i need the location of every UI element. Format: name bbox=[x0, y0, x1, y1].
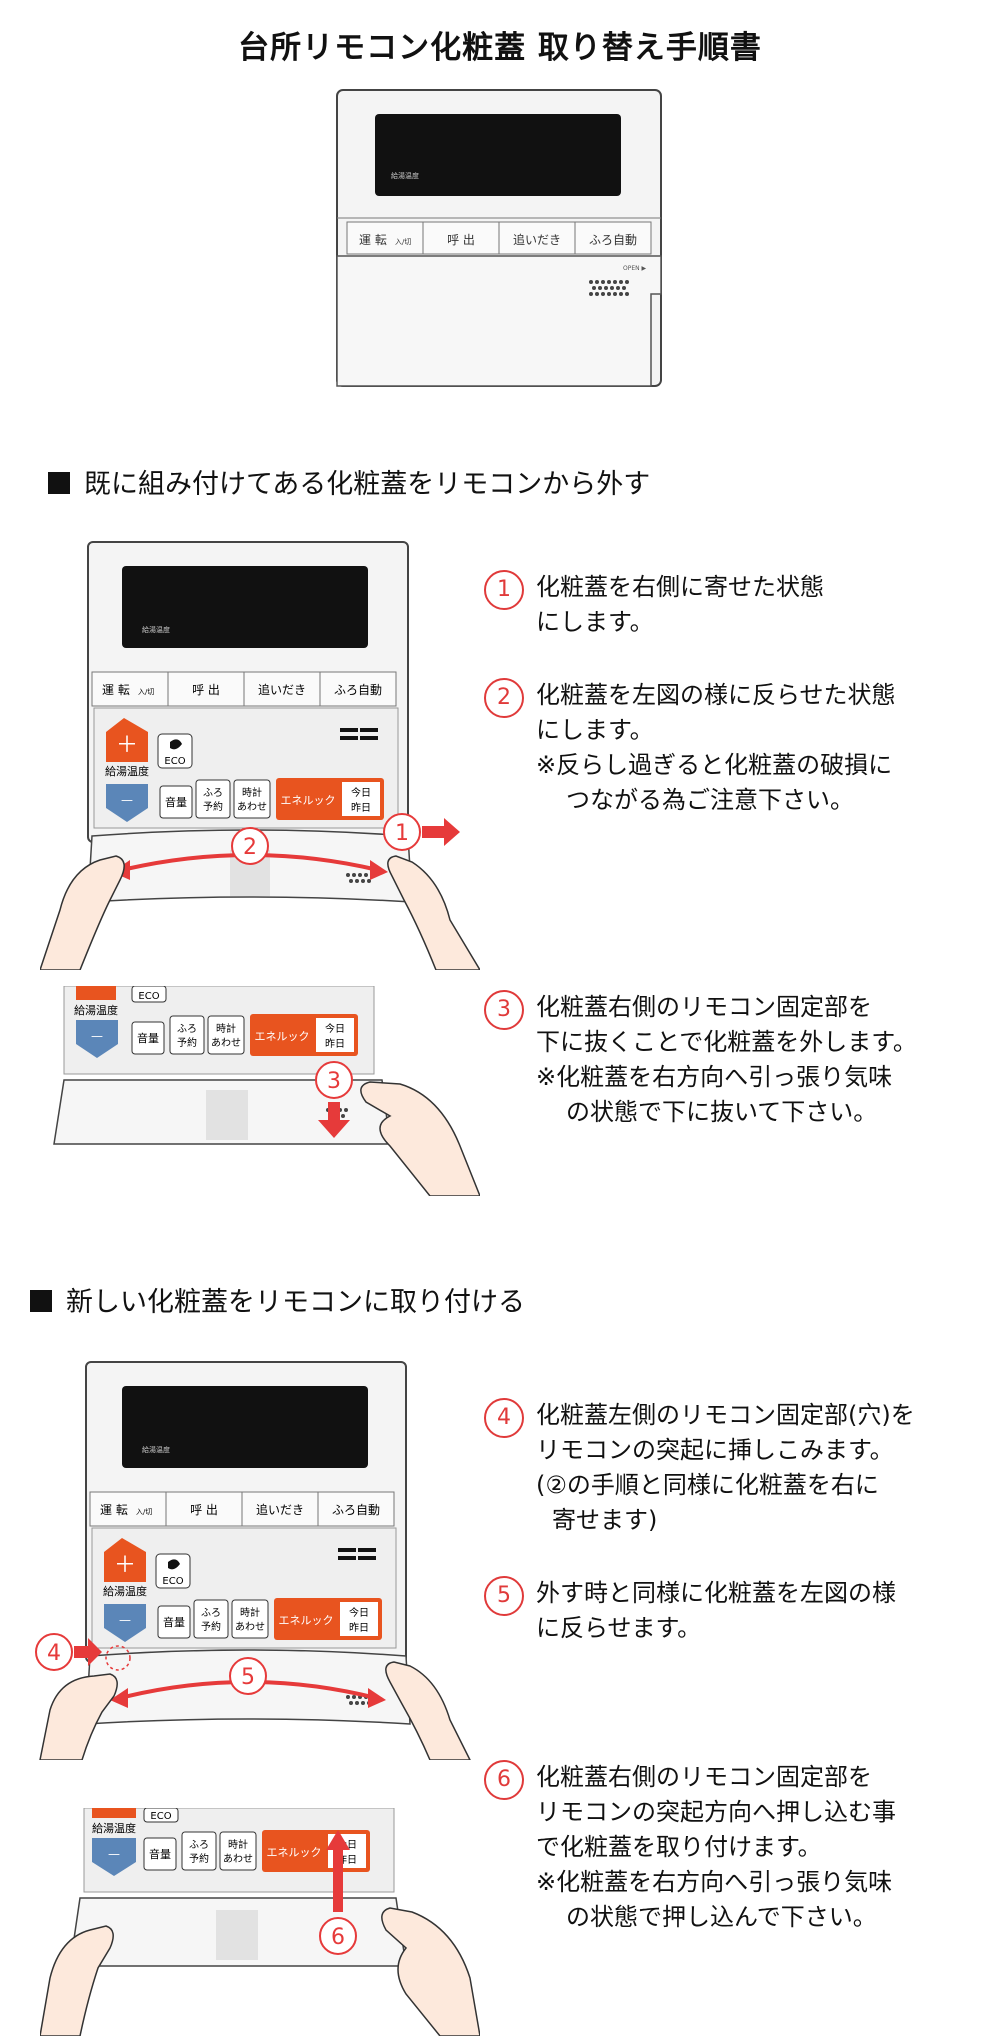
svg-text:昨日: 昨日 bbox=[349, 1622, 369, 1634]
auto-bath-button: ふろ自動 bbox=[589, 233, 637, 247]
svg-text:あわせ: あわせ bbox=[223, 1853, 253, 1865]
page-title: 台所リモコン化粧蓋 取り替え手順書 bbox=[238, 30, 762, 66]
svg-text:4: 4 bbox=[47, 1641, 61, 1666]
svg-text:ECO: ECO bbox=[162, 1576, 183, 1587]
svg-text:ECO: ECO bbox=[164, 756, 185, 767]
svg-text:1: 1 bbox=[395, 821, 409, 846]
step-number-badge: 6 bbox=[484, 1760, 524, 1800]
svg-text:5: 5 bbox=[241, 1665, 255, 1690]
svg-text:予約: 予約 bbox=[201, 1620, 221, 1633]
illustration-step1-2: 給湯温度 運 転 入/切 呼 出 追いだき ふろ自動 ＋ 給湯温度 — ECO … bbox=[40, 541, 480, 970]
svg-text:入/切: 入/切 bbox=[136, 1508, 152, 1516]
svg-text:予約: 予約 bbox=[203, 800, 223, 813]
step-1: 1 化粧蓋を右側に寄せた状態 にします。 bbox=[484, 570, 824, 640]
svg-text:音量: 音量 bbox=[165, 795, 187, 809]
svg-text:給湯温度: 給湯温度 bbox=[142, 625, 170, 634]
call-button: 呼 出 bbox=[447, 233, 475, 247]
step-2: 2 化粧蓋を左図の様に反らせた状態 にします。 ※反らし過ぎると化粧蓋の破損に … bbox=[484, 678, 896, 818]
svg-text:エネルック: エネルック bbox=[267, 1846, 322, 1859]
svg-text:—: — bbox=[119, 1613, 131, 1627]
svg-text:給湯温度: 給湯温度 bbox=[92, 1821, 136, 1835]
svg-text:給湯温度: 給湯温度 bbox=[74, 1003, 118, 1017]
svg-text:追いだき: 追いだき bbox=[256, 1502, 304, 1517]
svg-text:エネルック: エネルック bbox=[255, 1030, 310, 1043]
svg-text:ふろ: ふろ bbox=[201, 1607, 221, 1619]
svg-text:—: — bbox=[108, 1847, 120, 1861]
svg-text:＋: ＋ bbox=[116, 733, 138, 758]
svg-text:運 転: 運 転 bbox=[102, 683, 130, 697]
svg-text:6: 6 bbox=[331, 1925, 345, 1950]
step-number-badge: 1 bbox=[484, 570, 524, 610]
svg-text:時計: 時計 bbox=[216, 1022, 236, 1035]
svg-text:時計: 時計 bbox=[228, 1838, 248, 1851]
step-5: 5 外す時と同様に化粧蓋を左図の様 に反らせます。 bbox=[484, 1576, 896, 1646]
step-4: 4 化粧蓋左側のリモコン固定部(穴)を リモコンの突起に挿しこみます。 (②の手… bbox=[484, 1398, 915, 1538]
step-number-badge: 2 bbox=[484, 678, 524, 718]
svg-text:予約: 予約 bbox=[189, 1852, 209, 1865]
svg-text:あわせ: あわせ bbox=[235, 1621, 265, 1633]
svg-text:運 転: 運 転 bbox=[100, 1503, 128, 1517]
svg-text:3: 3 bbox=[327, 1069, 341, 1094]
svg-text:今日: 今日 bbox=[349, 1606, 369, 1619]
svg-text:音量: 音量 bbox=[163, 1615, 185, 1629]
illustration-step3: 給湯温度 — ECO 音量 ふろ 予約 時計 あわせ エネルック 今日 昨日 3 bbox=[53, 986, 480, 1196]
power-button: 運 転 bbox=[359, 233, 387, 247]
svg-text:あわせ: あわせ bbox=[211, 1037, 241, 1049]
svg-text:追いだき: 追いだき bbox=[258, 682, 306, 697]
square-bullet-icon bbox=[30, 1290, 52, 1312]
svg-text:—: — bbox=[121, 793, 133, 807]
svg-text:ふろ: ふろ bbox=[203, 787, 223, 799]
svg-text:給湯温度: 給湯温度 bbox=[105, 764, 149, 778]
remote-illustration-top: 給湯温度 運 転 入/切 呼 出 追いだき ふろ自動 OPEN ▶ bbox=[336, 89, 662, 387]
svg-text:2: 2 bbox=[243, 835, 257, 860]
svg-text:給湯温度: 給湯温度 bbox=[142, 1445, 170, 1454]
illustration-step4-5: 給湯温度 運 転 入/切 呼 出 追いだき ふろ自動 ＋ 給湯温度 — ECO … bbox=[35, 1361, 471, 1760]
square-bullet-icon bbox=[48, 472, 70, 494]
step-6: 6 化粧蓋右側のリモコン固定部を リモコンの突起方向へ押し込む事 で化粧蓋を取り… bbox=[484, 1760, 896, 1935]
svg-text:入/切: 入/切 bbox=[138, 688, 154, 696]
svg-text:—: — bbox=[91, 1029, 103, 1043]
svg-text:エネルック: エネルック bbox=[279, 1614, 334, 1627]
svg-text:ふろ: ふろ bbox=[177, 1023, 197, 1035]
step-number-badge: 4 bbox=[484, 1398, 524, 1438]
step-number-badge: 5 bbox=[484, 1576, 524, 1616]
svg-text:昨日: 昨日 bbox=[351, 802, 371, 814]
svg-text:＋: ＋ bbox=[114, 1553, 136, 1578]
svg-text:ECO: ECO bbox=[138, 991, 159, 1002]
svg-text:時計: 時計 bbox=[240, 1606, 260, 1619]
step-number-badge: 3 bbox=[484, 990, 524, 1030]
svg-text:今日: 今日 bbox=[351, 786, 371, 799]
illustration-step6: 給湯温度 — ECO 音量 ふろ 予約 時計 あわせ エネルック 今日 昨日 6 bbox=[40, 1808, 480, 2036]
power-sub-label: 入/切 bbox=[395, 238, 411, 246]
svg-text:給湯温度: 給湯温度 bbox=[103, 1584, 147, 1598]
remote-button-row: 運 転 入/切 呼 出 追いだき ふろ自動 bbox=[346, 221, 652, 255]
svg-text:予約: 予約 bbox=[177, 1036, 197, 1049]
svg-text:ふろ自動: ふろ自動 bbox=[334, 683, 382, 697]
svg-text:エネルック: エネルック bbox=[281, 794, 336, 807]
reheat-button: 追いだき bbox=[513, 232, 561, 247]
svg-text:あわせ: あわせ bbox=[237, 801, 267, 813]
svg-text:呼 出: 呼 出 bbox=[192, 683, 220, 697]
step-3: 3 化粧蓋右側のリモコン固定部を 下に抜くことで化粧蓋を外します。 ※化粧蓋を右… bbox=[484, 990, 917, 1130]
svg-text:音量: 音量 bbox=[149, 1847, 171, 1861]
svg-text:呼 出: 呼 出 bbox=[190, 1503, 218, 1517]
speaker-grille bbox=[589, 280, 629, 296]
svg-text:音量: 音量 bbox=[137, 1031, 159, 1045]
svg-text:ふろ自動: ふろ自動 bbox=[332, 1503, 380, 1517]
svg-text:ECO: ECO bbox=[150, 1811, 171, 1822]
svg-text:ふろ: ふろ bbox=[189, 1839, 209, 1851]
svg-text:時計: 時計 bbox=[242, 786, 262, 799]
open-label: OPEN ▶ bbox=[623, 265, 647, 272]
svg-text:今日: 今日 bbox=[325, 1022, 345, 1035]
section1-heading: 既に組み付けてある化粧蓋をリモコンから外す bbox=[48, 462, 650, 501]
section2-heading: 新しい化粧蓋をリモコンに取り付ける bbox=[30, 1280, 525, 1319]
display-label: 給湯温度 bbox=[391, 171, 419, 180]
svg-text:昨日: 昨日 bbox=[325, 1038, 345, 1050]
